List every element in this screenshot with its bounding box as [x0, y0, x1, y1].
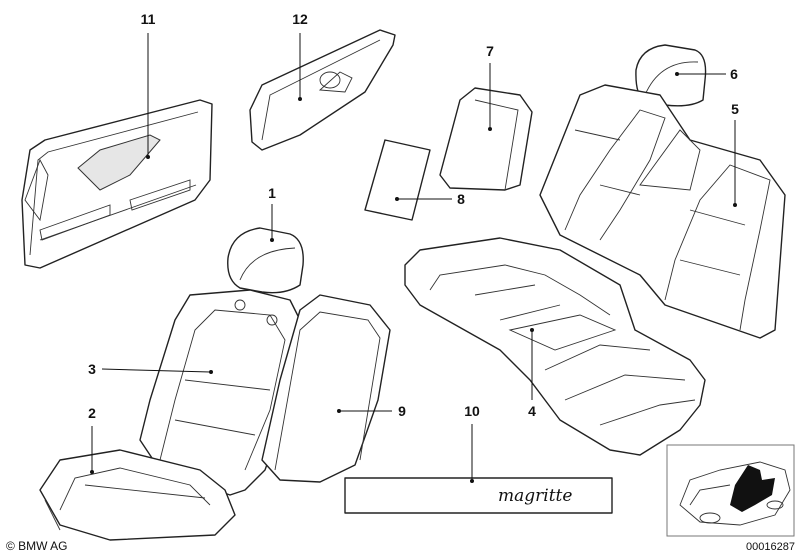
door-insert-panel	[249, 29, 396, 151]
door-trim-panel	[21, 99, 213, 269]
backrest-rear-cover	[261, 294, 391, 483]
callout-3: 3	[88, 361, 96, 377]
rear-seat-backrest	[539, 84, 786, 339]
backrest-pad	[439, 87, 533, 191]
rear-seat-cushion	[404, 237, 706, 456]
callout-5: 5	[731, 101, 739, 117]
vehicle-locator-inset	[666, 444, 795, 537]
label-plate-text: magritte	[498, 486, 572, 506]
document-number: 00016287	[746, 541, 795, 553]
callout-6: 6	[730, 66, 738, 82]
upholstery-label-plate: magritte	[344, 477, 613, 514]
callout-1: 1	[268, 185, 276, 201]
callout-9: 9	[398, 403, 406, 419]
callout-10: 10	[464, 403, 480, 419]
callout-8: 8	[457, 191, 465, 207]
leader-lines	[90, 33, 737, 483]
callout-11: 11	[141, 11, 156, 27]
callout-4: 4	[528, 403, 536, 419]
copyright-notice: © BMW AG	[6, 539, 68, 553]
front-seat-cushion	[39, 449, 236, 541]
callout-12: 12	[292, 11, 308, 27]
callout-2: 2	[88, 405, 96, 421]
lumbar-pad	[364, 139, 431, 221]
front-headrest	[227, 227, 304, 294]
callout-7: 7	[486, 43, 494, 59]
